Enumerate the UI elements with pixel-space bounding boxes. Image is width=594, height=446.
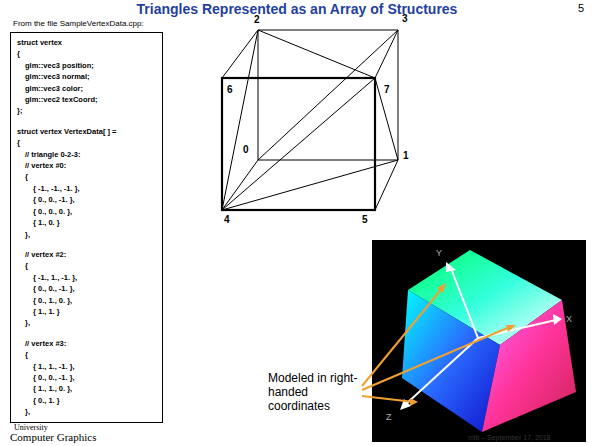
code-line: { 0., 1., 0. }, — [17, 295, 158, 306]
code-box: From the file SampleVertexData.cpp:struc… — [10, 32, 163, 423]
code-line: { — [17, 137, 158, 148]
code-line: // triangle 0-2-3: — [17, 149, 158, 160]
axis-label: X — [566, 314, 572, 324]
footer-text: Computer Graphics — [10, 431, 96, 444]
code-line: }; — [17, 105, 158, 116]
code-line: // vertex #3: — [17, 338, 158, 349]
code-line: glm::vec3 color; — [17, 83, 158, 94]
vertex-number: 5 — [362, 214, 368, 226]
code-line: { -1., -1., -1. }, — [17, 183, 158, 194]
code-line: { -1., 1., -1. }, — [17, 272, 158, 283]
vertex-number: 2 — [254, 14, 260, 26]
code-line: { 0., 0., 0. }, — [17, 206, 158, 217]
code-line: { 0., 1. } — [17, 395, 158, 406]
callout-text: Modeled in right-handed coordinates — [268, 372, 360, 413]
code-line: struct vertex VertexData[ ] = — [17, 126, 158, 137]
code-line: { 0., 0., -1. }, — [17, 283, 158, 294]
code-line: { — [17, 171, 158, 182]
code-line: }, — [17, 317, 158, 328]
vertex-number: 7 — [384, 84, 390, 96]
code-line: struct vertex — [17, 37, 158, 48]
footer-date: mib – September 17, 2018 — [468, 434, 551, 442]
code-line: glm::vec2 texCoord; — [17, 94, 158, 105]
vertex-number: 0 — [243, 144, 249, 156]
code-line: { 1., 1. } — [17, 306, 158, 317]
code-line: }, — [17, 406, 158, 417]
axis-label: Y — [436, 248, 442, 258]
code-line: }, — [17, 229, 158, 240]
vertex-number: 4 — [224, 214, 230, 226]
file-heading: From the file SampleVertexData.cpp: — [13, 19, 144, 28]
code-line: { — [17, 48, 158, 59]
code-line: // vertex #2: — [17, 249, 158, 260]
slide-title: Triangles Represented as an Array of Str… — [0, 1, 594, 17]
vertex-number: 1 — [403, 150, 409, 162]
page-number: 5 — [578, 2, 584, 15]
code-line: // vertex #0: — [17, 160, 158, 171]
code-line: { 1., 1., -1. }, — [17, 361, 158, 372]
code-line: { — [17, 260, 158, 271]
logo-text: University — [14, 423, 48, 432]
axis-label: Z — [386, 412, 392, 422]
code-line: { 0., 0., -1. }, — [17, 372, 158, 383]
callout-leaders — [362, 283, 516, 406]
code-line: { 0., 0., -1. }, — [17, 194, 158, 205]
vertex-number: 3 — [402, 13, 408, 25]
code-line: glm::vec3 position; — [17, 60, 158, 71]
code-line: glm::vec3 normal; — [17, 71, 158, 82]
code-line: { 1., 0. } — [17, 217, 158, 228]
code-line: { — [17, 349, 158, 360]
vertex-number: 6 — [227, 84, 233, 96]
wire-cube — [222, 30, 398, 210]
code-line: { 1., 1., 0. }, — [17, 383, 158, 394]
